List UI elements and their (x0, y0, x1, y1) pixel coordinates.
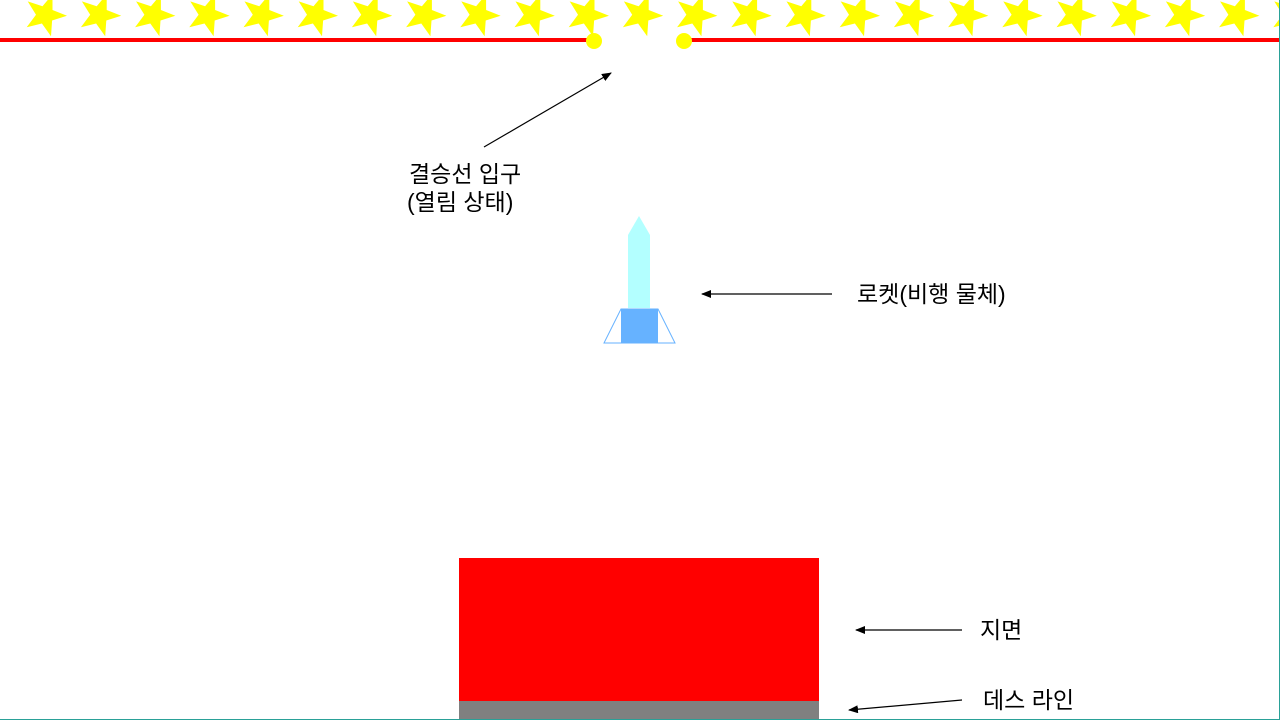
star-icon (135, 0, 176, 37)
death-line-label: 데스 라인 (983, 687, 1075, 713)
rocket-nose (628, 216, 650, 235)
star-icon (297, 0, 338, 37)
star-icon (893, 0, 935, 37)
death-line-block (459, 701, 819, 720)
rocket-body (628, 235, 650, 308)
star-icon (189, 0, 230, 37)
star-icon (1002, 0, 1043, 37)
rocket-icon (603, 216, 676, 344)
star-icon (1164, 0, 1206, 37)
star-icon (406, 0, 447, 37)
gate-post-right-icon (676, 33, 692, 49)
star-icon (1110, 0, 1151, 37)
star-icon (1219, 0, 1260, 37)
star-icon (677, 0, 718, 37)
star-icon (26, 0, 67, 37)
star-icon (948, 0, 989, 37)
star-icon (731, 0, 772, 37)
star-icon (460, 0, 501, 37)
rocket-label: 로켓(비행 물체) (857, 281, 1006, 307)
star-icon (351, 0, 393, 37)
ground-block (459, 558, 819, 701)
death-line-arrow (848, 699, 963, 714)
finish-gate-label-line2: (열림 상태) (407, 189, 514, 215)
ground-label: 지면 (980, 617, 1023, 643)
rocket-base (621, 309, 658, 343)
finish-gate-arrow (483, 72, 612, 148)
star-icon (1056, 0, 1097, 37)
star-border (26, 0, 1280, 37)
star-icon (839, 0, 880, 37)
finish-gate-label-line1: 결승선 입구 (409, 161, 522, 187)
star-icon (80, 0, 122, 37)
star-icon (243, 0, 284, 37)
star-icon (622, 0, 664, 37)
star-icon (514, 0, 555, 37)
gate-post-left-icon (586, 33, 602, 49)
star-icon (1273, 1, 1280, 28)
finish-gate-label: 결승선 입구 (열림 상태) (407, 160, 521, 216)
star-icon (568, 0, 609, 37)
star-icon (785, 0, 826, 37)
